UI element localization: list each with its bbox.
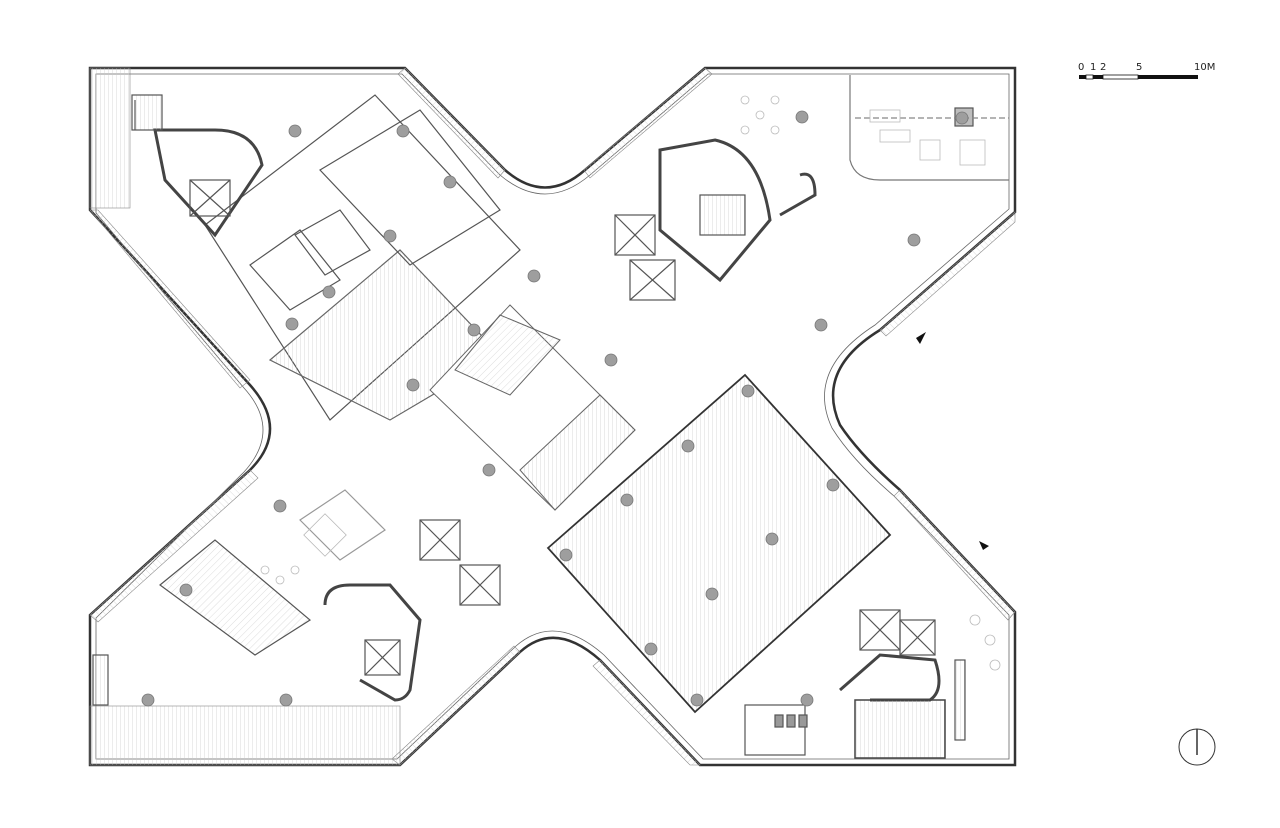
south-hall xyxy=(546,373,892,714)
north-arrow-icon xyxy=(1178,728,1216,766)
scale-label-5: 5 xyxy=(1136,62,1143,73)
scale-label-2: 2 xyxy=(1100,62,1107,73)
building-outline-inner xyxy=(95,73,1010,760)
entry-markers xyxy=(916,332,989,550)
scale-label-1: 1 xyxy=(1090,62,1097,73)
perimeter-strips xyxy=(89,67,1016,766)
sw-wing xyxy=(92,489,501,706)
columns xyxy=(141,110,969,707)
se-wing xyxy=(744,609,966,759)
scale-label-0: 0 xyxy=(1078,62,1085,73)
central-stair xyxy=(429,304,636,511)
ne-wing xyxy=(614,75,1009,301)
furniture xyxy=(260,95,1001,671)
scale-bar-labels: 0 1 2 5 10M xyxy=(1074,62,1224,76)
scale-label-10m: 10M xyxy=(1194,62,1216,73)
scale-bar xyxy=(1079,74,1198,80)
